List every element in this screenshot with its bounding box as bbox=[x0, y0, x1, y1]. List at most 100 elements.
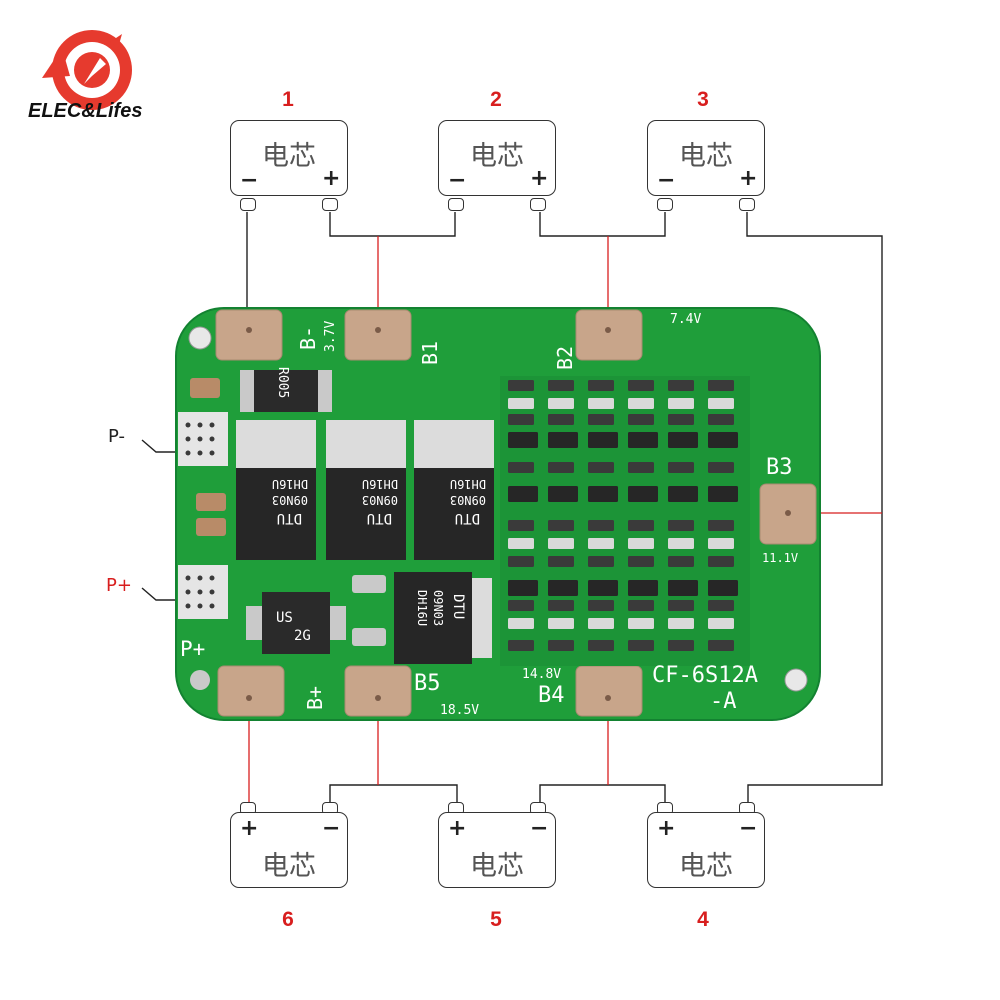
smd-resistor bbox=[668, 538, 694, 549]
smd-resistor bbox=[708, 462, 734, 473]
cell-1-number: 1 bbox=[282, 88, 294, 111]
mosfet-4-marking: DTU bbox=[450, 594, 466, 619]
smd-resistor bbox=[588, 640, 614, 651]
cell-negative-sign: − bbox=[240, 168, 259, 193]
pad-b4 bbox=[575, 665, 643, 717]
mosfet-1-marking-b: 09N03 bbox=[272, 493, 308, 507]
smd-resistor bbox=[588, 398, 614, 409]
smd-resistor bbox=[508, 414, 534, 425]
smd-resistor bbox=[588, 618, 614, 629]
smd-resistor bbox=[708, 414, 734, 425]
pad-b-minus bbox=[215, 309, 283, 361]
cell-negative-sign: − bbox=[657, 168, 676, 193]
smd-resistor bbox=[628, 398, 654, 409]
smd-resistor bbox=[628, 640, 654, 651]
silk-b4: B4 bbox=[538, 683, 565, 708]
cell-6-number: 6 bbox=[282, 908, 294, 931]
smd-resistor bbox=[508, 640, 534, 651]
cell-positive-terminal bbox=[739, 198, 755, 211]
mosfet-4-marking-b: 09N03 bbox=[431, 590, 445, 626]
smd-resistor bbox=[548, 398, 574, 409]
silk-v4: 14.8V bbox=[522, 667, 561, 682]
ic-chip bbox=[628, 486, 658, 502]
silk-b5: B5 bbox=[414, 671, 441, 696]
smd-resistor bbox=[708, 398, 734, 409]
smd-resistor bbox=[708, 520, 734, 531]
ic-chip bbox=[708, 580, 738, 596]
mosfet-3-marking: DTU bbox=[455, 510, 480, 526]
cell-negative-sign: − bbox=[448, 168, 467, 193]
cell-positive-sign: + bbox=[530, 166, 549, 191]
cell-body bbox=[438, 120, 556, 196]
smd-resistor bbox=[628, 380, 654, 391]
smd-resistor bbox=[708, 556, 734, 567]
smd-resistor bbox=[668, 556, 694, 567]
smd-resistor bbox=[628, 556, 654, 567]
mosfet-1-marking: DTU bbox=[277, 510, 302, 526]
cell-label: 电芯 bbox=[262, 851, 316, 882]
cell-positive-sign: + bbox=[448, 816, 467, 841]
pad-b1 bbox=[344, 309, 412, 361]
smd-resistor bbox=[588, 600, 614, 611]
smd-resistor bbox=[508, 398, 534, 409]
smd-resistor bbox=[508, 618, 534, 629]
ic-chip bbox=[628, 580, 658, 596]
silk-b3: B3 bbox=[766, 455, 793, 480]
cell-negative-sign: − bbox=[739, 816, 758, 841]
ic-chip bbox=[588, 486, 618, 502]
cell-label: 电芯 bbox=[679, 851, 733, 882]
silk-model-suffix: -A bbox=[710, 689, 737, 714]
cell-5: + − 电芯 bbox=[438, 802, 556, 892]
silk-p-plus: P+ bbox=[180, 637, 205, 661]
smd-resistor bbox=[708, 538, 734, 549]
cell-1: 电芯 − + bbox=[230, 120, 348, 211]
smd-resistor bbox=[628, 520, 654, 531]
cell-positive-terminal bbox=[322, 198, 338, 211]
pad-b-plus bbox=[217, 665, 285, 717]
cell-3-number: 3 bbox=[697, 88, 709, 111]
cell-label: 电芯 bbox=[470, 851, 524, 882]
smd-resistor bbox=[628, 618, 654, 629]
cell-2: 电芯 − + bbox=[438, 120, 556, 211]
silk-v3: 11.1V bbox=[762, 551, 798, 565]
p-minus-label: P- bbox=[108, 426, 125, 447]
cell-positive-terminal bbox=[530, 198, 546, 211]
mosfet-2-marking-b: 09N03 bbox=[362, 493, 398, 507]
smd-resistor bbox=[708, 618, 734, 629]
cell-4-number: 4 bbox=[697, 908, 709, 931]
shunt-marking: R005 bbox=[275, 367, 290, 398]
smd-resistor bbox=[668, 640, 694, 651]
smd-resistor bbox=[588, 414, 614, 425]
brand-logo bbox=[42, 30, 132, 110]
shunt-resistor bbox=[240, 370, 332, 412]
smd-resistor bbox=[508, 520, 534, 531]
smd-resistor bbox=[508, 600, 534, 611]
ic-chip bbox=[628, 432, 658, 448]
silk-v1: 3.7V bbox=[323, 321, 338, 352]
mosfet-2-marking: DTU bbox=[367, 510, 392, 526]
cell-positive-sign: + bbox=[322, 166, 341, 191]
smd-resistor bbox=[508, 462, 534, 473]
ic-chip bbox=[508, 580, 538, 596]
smd-resistor bbox=[548, 462, 574, 473]
mosfet-1-marking-c: DH16U bbox=[272, 477, 308, 491]
smd-resistor bbox=[628, 462, 654, 473]
smd-resistor bbox=[588, 520, 614, 531]
smd-resistor bbox=[668, 600, 694, 611]
silk-b2: B2 bbox=[553, 346, 577, 370]
diode bbox=[262, 592, 330, 654]
smd-resistor bbox=[588, 538, 614, 549]
cell-body bbox=[230, 812, 348, 888]
diode-marking-a: US bbox=[276, 610, 293, 626]
ic-chip bbox=[508, 486, 538, 502]
smd-resistor bbox=[708, 640, 734, 651]
smd-resistor bbox=[508, 380, 534, 391]
smd-resistor bbox=[548, 600, 574, 611]
smd-component-array bbox=[508, 380, 738, 651]
mosfet-2-marking-c: DH16U bbox=[362, 477, 398, 491]
cell-negative-sign: − bbox=[530, 816, 549, 841]
mosfet-row bbox=[236, 420, 494, 560]
cell-negative-terminal bbox=[448, 198, 464, 211]
